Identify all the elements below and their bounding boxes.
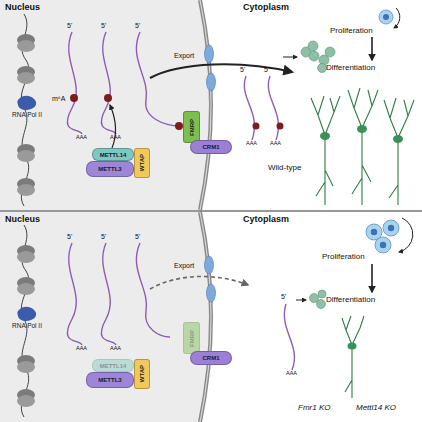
rna-end-label: 5': [135, 233, 140, 240]
translation-arrow: [283, 57, 297, 58]
translation-arrow: [296, 300, 306, 301]
rna-end-label: 5': [135, 22, 140, 29]
m6a-mark: [70, 94, 284, 130]
mrna-strand: [67, 32, 294, 370]
condition-label: Wild-type: [268, 164, 301, 172]
outcome-label: Differentiation: [326, 64, 375, 72]
methylation-arrow: [110, 105, 116, 148]
outcome-label: Proliferation: [322, 253, 365, 261]
nucleus-region: [0, 212, 211, 422]
nuclear-envelope-inner: [200, 212, 211, 422]
node-label: RNA Pol II: [12, 112, 42, 119]
nucleus-region: [0, 0, 211, 210]
node-label: WTAP: [139, 365, 145, 382]
nuclear-envelope-inner: [200, 0, 211, 210]
region-heading: Nucleus: [5, 215, 40, 224]
node-label: METTL3: [98, 166, 121, 172]
writer-protein: METTL3: [86, 161, 134, 177]
rna-end-label: 5': [101, 22, 106, 29]
node-label: FMRP: [189, 119, 195, 136]
polya-tail: AAA: [286, 371, 297, 377]
modification-label: m⁶A: [52, 95, 65, 102]
neuron: [311, 88, 414, 398]
rna-end-label: 5': [101, 233, 106, 240]
panel-divider: [0, 210, 422, 211]
process-label: Export: [174, 262, 194, 269]
rna-end-label: 5': [240, 66, 245, 73]
nuclear-envelope: [200, 212, 211, 422]
polymerase-blob: RNA Pol II: [4, 306, 50, 336]
writer-protein: METTL14: [92, 148, 134, 161]
rna-end-label: 5': [67, 22, 72, 29]
node-label: CRM1: [202, 144, 219, 150]
region-heading: Cytoplasm: [243, 3, 289, 12]
writer-protein: METTL3: [86, 372, 134, 388]
rna-end-label: 5': [67, 233, 72, 240]
node-label: WTAP: [139, 154, 145, 171]
node-label: METTL14: [100, 152, 127, 158]
region-heading: Cytoplasm: [243, 215, 289, 224]
export-protein: CRM1: [190, 351, 232, 365]
rna-end-label: 5': [264, 66, 269, 73]
polya-tail: AAA: [110, 135, 121, 141]
outcome-label: Proliferation: [330, 27, 373, 35]
polymerase-shape: [16, 306, 38, 322]
writer-protein: WTAP: [134, 359, 150, 389]
polya-tail: AAA: [76, 135, 87, 141]
node-label: METTL14: [100, 363, 127, 369]
fate-arrow: [371, 264, 373, 292]
polymerase-shape: [17, 96, 36, 110]
condition-label: Fmr1 KO: [298, 404, 330, 412]
fate-arrow: [371, 37, 373, 60]
neuron-soma: [320, 125, 403, 350]
outcome-label: Differentiation: [326, 296, 375, 304]
reader-protein: FMRP: [183, 111, 200, 143]
condition-label: Mettl14 KO: [356, 404, 396, 412]
export-protein: CRM1: [190, 140, 232, 154]
nuclear-pore: [205, 45, 216, 302]
writer-protein-knockout: METTL14: [92, 359, 134, 372]
export-arrow-reduced: [150, 276, 248, 289]
region-heading: Nucleus: [5, 3, 40, 12]
polya-tail: AAA: [246, 141, 257, 147]
reader-protein-knockout: FMRP: [183, 322, 200, 354]
export-arrow: [150, 64, 292, 78]
node-label: RNA Pol II: [12, 323, 42, 330]
rna-end-label: 5': [281, 293, 286, 300]
node-label: METTL3: [98, 377, 121, 383]
polya-tail: AAA: [76, 346, 87, 352]
nuclear-envelope: [200, 0, 211, 210]
polymerase-blob: RNA Pol II: [4, 95, 50, 125]
node-label: FMRP: [189, 330, 195, 347]
node-label: CRM1: [202, 355, 219, 361]
polymerase-shape: [17, 307, 36, 321]
polya-tail: AAA: [270, 141, 281, 147]
polymerase-shape: [16, 95, 38, 111]
writer-protein: WTAP: [134, 148, 150, 178]
polya-tail: AAA: [110, 346, 121, 352]
process-label: Export: [174, 52, 194, 59]
proliferating-cell: [366, 8, 413, 253]
protein-cluster: [310, 290, 327, 309]
